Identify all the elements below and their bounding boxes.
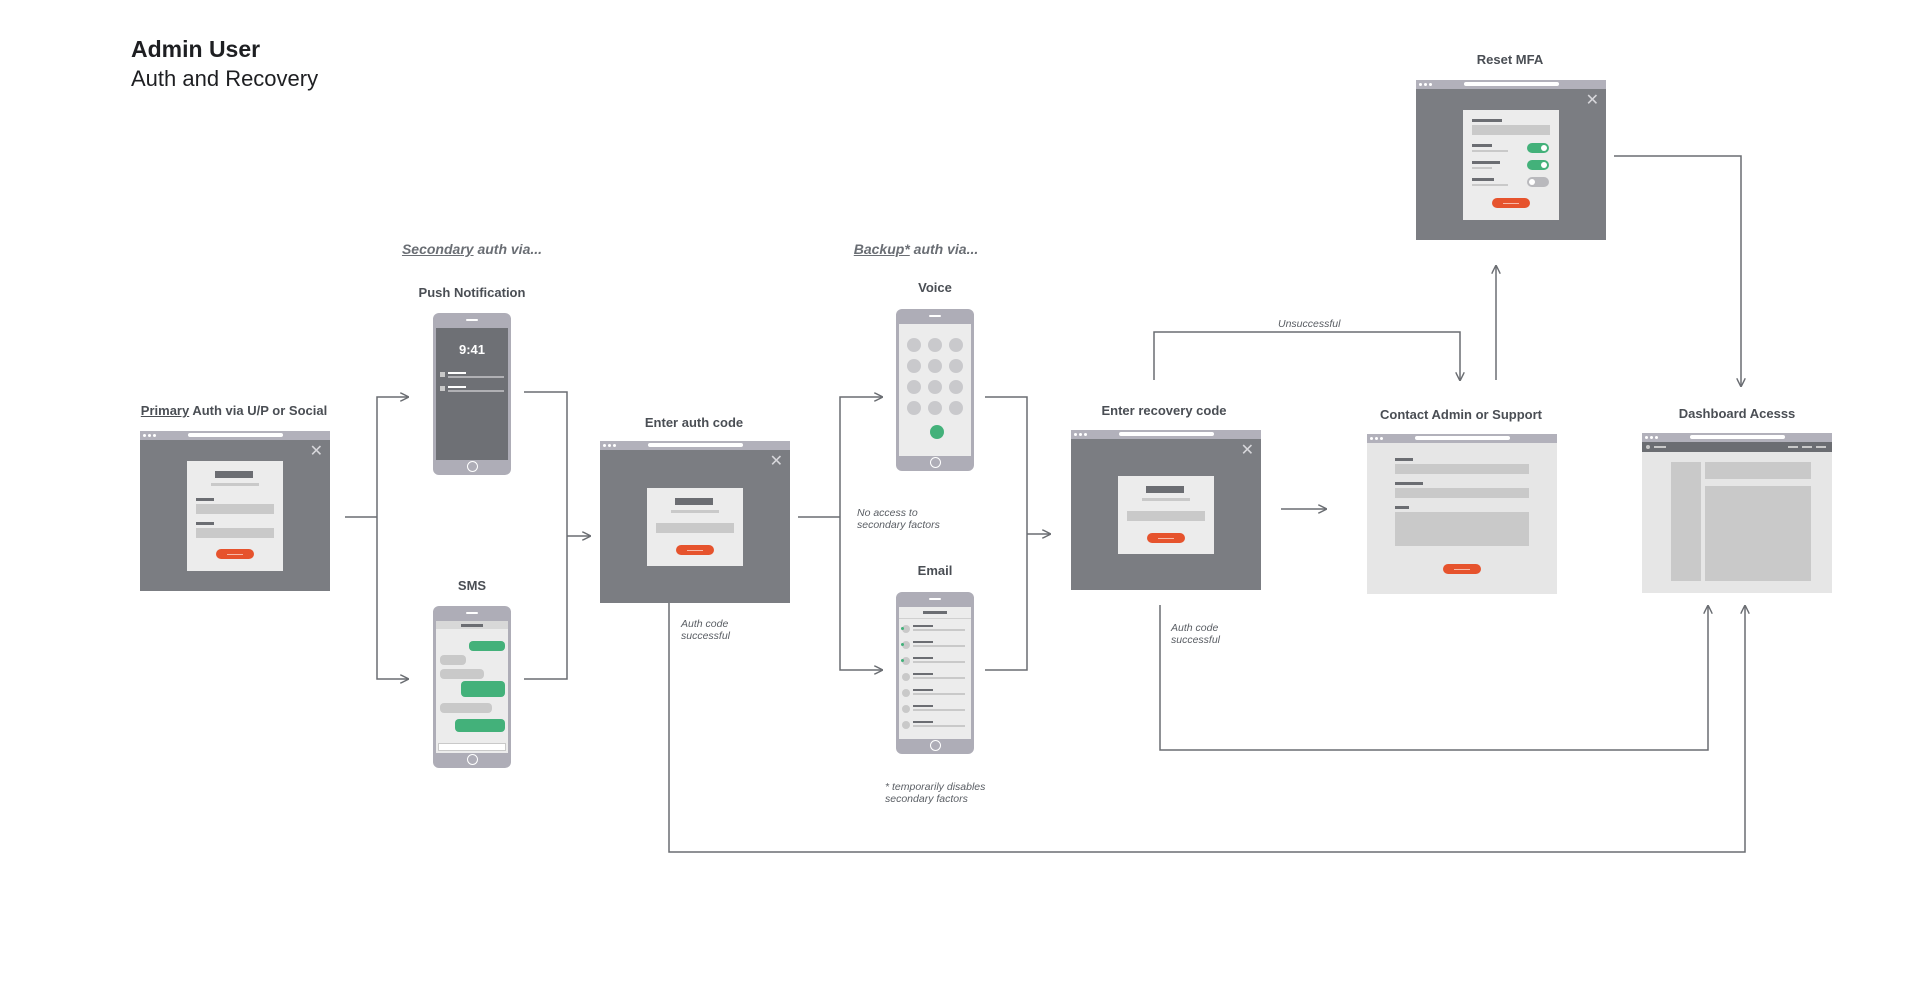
toggle-switch [1527,143,1549,153]
save-button [1492,198,1530,208]
label-sms: SMS [457,578,487,593]
backup-rest: auth via... [909,241,979,257]
close-icon: ✕ [1240,442,1254,459]
arrow-to-email [839,517,882,670]
window-reset-mfa: ✕ [1416,80,1606,240]
label-voice: Voice [918,280,952,295]
primary-underlined: Primary [140,403,190,418]
window-bar [140,431,330,440]
submit-code-button [676,545,714,555]
label-secondary-auth: Secondary auth via... [402,241,542,257]
arrow-to-sms [376,517,408,679]
label-reset-mfa: Reset MFA [1476,52,1544,67]
window-bar [1642,433,1832,442]
reset-mfa-card [1463,110,1559,220]
login-card [187,461,283,571]
phone-email [896,592,974,754]
label-enter-auth-code: Enter auth code [644,415,744,430]
window-bar [1367,434,1557,443]
secondary-underlined: Secondary [401,241,474,257]
call-icon [930,425,944,439]
close-icon: ✕ [1585,92,1599,109]
note-unsuccessful: Unsuccessful [1278,318,1341,330]
label-primary-auth: Primary Auth via U/P or Social [141,403,327,418]
line-voice-out [985,396,1028,534]
phone-sms [433,606,511,768]
arrow-to-push [376,397,408,517]
arrow-to-voice [839,397,882,517]
window-enter-auth-code: ✕ [600,441,790,603]
submit-recovery-button [1147,533,1185,543]
send-button [1443,564,1481,574]
diagram-title: Admin User [131,36,261,62]
close-icon: ✕ [309,443,323,460]
phone-clock: 9:41 [458,342,486,357]
backup-underlined: Backup* [853,241,910,257]
window-bar [1071,430,1261,439]
arrow-reset-to-dashboard [1614,155,1741,386]
window-bar [1416,80,1606,89]
window-enter-recovery-code: ✕ [1071,430,1261,590]
recovery-code-card [1118,476,1214,554]
arrow-unsuccessful [1153,331,1460,380]
login-button [216,549,254,559]
toggle-switch [1527,160,1549,170]
line-push-out [524,391,568,536]
arrow-auth-to-dashboard [668,603,1745,853]
label-enter-recovery-code: Enter recovery code [1101,403,1227,418]
window-dashboard [1642,433,1832,593]
auth-code-card [647,488,743,566]
phone-push-notification: 9:41 [433,313,511,475]
window-contact-admin [1367,434,1557,594]
toggle-switch [1527,177,1549,187]
label-contact-admin: Contact Admin or Support [1379,407,1543,422]
label-push-notification: Push Notification [418,285,526,300]
phone-voice [896,309,974,471]
arrow-recovery-to-dashboard [1159,605,1708,751]
diagram-subtitle: Auth and Recovery [131,66,319,91]
close-icon: ✕ [769,453,783,470]
line-email-out [985,534,1028,671]
window-bar [600,441,790,450]
label-dashboard: Dashboard Acesss [1678,406,1796,421]
secondary-rest: auth via... [473,241,543,257]
primary-rest: Auth via U/P or Social [189,403,328,418]
line-sms-out [524,536,568,680]
label-backup-auth: Backup* auth via... [854,241,979,257]
dashboard-navbar [1642,442,1832,452]
label-email: Email [917,563,953,578]
window-primary-login: ✕ [140,431,330,591]
